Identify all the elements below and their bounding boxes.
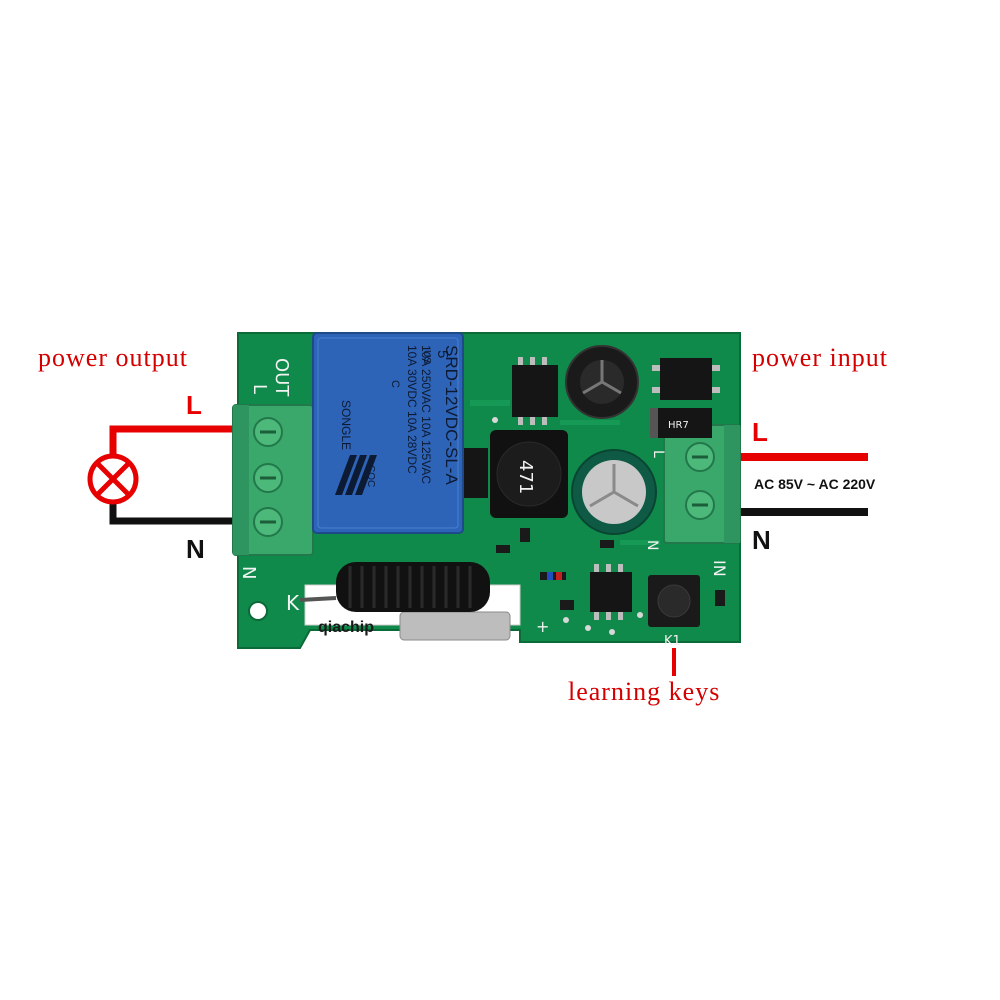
output-wiring [87, 425, 240, 525]
relay-rating-1: 10A 250VAC 10A 125VAC [419, 345, 433, 484]
ic-chip-top [512, 357, 558, 425]
silk-k1: K1 [664, 634, 681, 649]
silkscreen: OUT L N IN L N K K1 + [238, 358, 729, 649]
silk-n-out: N [238, 566, 259, 579]
relay-rating-2: 10A 30VDC 10A 28VDC [405, 345, 419, 474]
input-l-label: L [752, 417, 768, 447]
relay-model: SRD-12VDC-SL-A [442, 345, 461, 485]
bridge-rectifier [652, 358, 720, 400]
input-wiring [736, 453, 868, 516]
screw-terminal [685, 442, 715, 472]
ic-chip-bottom [590, 564, 632, 620]
electrolytic-capacitor-small [565, 345, 639, 419]
relay-cqc: CQC [365, 465, 376, 487]
antenna-coil [299, 562, 490, 612]
inductor-code: 471 [515, 460, 536, 494]
silk-out: OUT [271, 358, 292, 397]
relay-us: US [421, 350, 432, 364]
lamp-icon [87, 453, 139, 505]
screw-terminal [685, 490, 715, 520]
silk-k: K [286, 591, 300, 615]
power-inductor: 471 [490, 430, 568, 518]
smd-diode-left [464, 448, 488, 498]
power-output-label: power output [38, 343, 188, 372]
silk-plus: + [536, 617, 549, 636]
silk-l-in: L [650, 450, 666, 458]
diode-code: HR7 [668, 420, 689, 431]
silk-in: IN [710, 560, 729, 577]
output-live-wire [109, 425, 240, 455]
electrolytic-capacitor-large [571, 449, 657, 535]
output-n-label: N [186, 534, 205, 564]
relay-logo [335, 455, 377, 495]
screw-terminal [253, 507, 283, 537]
mounting-hole [248, 601, 268, 621]
relay-brand: SONGLE [339, 400, 353, 450]
learning-keys-label: learning keys [568, 677, 720, 706]
input-n-label: N [752, 525, 771, 555]
output-terminal-block [232, 404, 314, 556]
relay-c: C [389, 380, 401, 388]
silk-n-in: N [644, 540, 660, 550]
screw-terminal [253, 417, 283, 447]
silk-l-out: L [249, 384, 270, 394]
relay: 5 US SONGLE C CQC 10A 30VDC 10A 28VDC 10… [312, 332, 464, 534]
voltage-range-label: AC 85V ~ AC 220V [754, 476, 876, 492]
smd-resistors [496, 528, 725, 610]
output-l-label: L [186, 390, 202, 420]
chip-brand-label: qiachip [318, 619, 374, 636]
relay-5: 5 [434, 350, 451, 358]
diode-hr7: HR7 [650, 408, 712, 438]
power-input-label: power input [752, 343, 888, 372]
screw-terminal [253, 463, 283, 493]
input-terminal-block [663, 424, 741, 544]
output-neutral-wire [109, 502, 240, 525]
learning-key-button[interactable] [648, 575, 700, 627]
